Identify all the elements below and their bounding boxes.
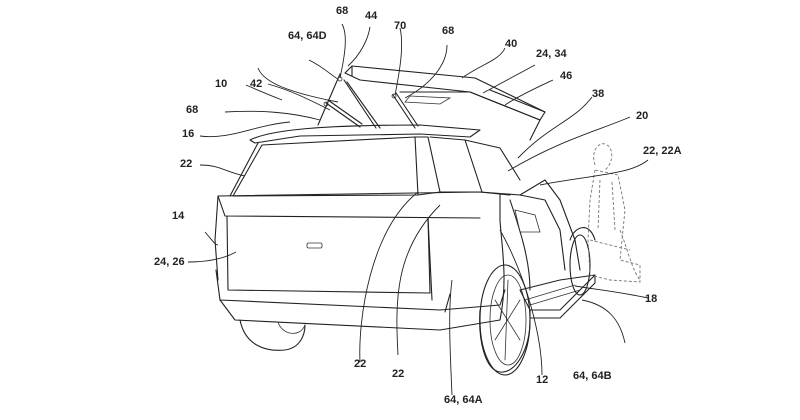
label-16: 16 [182, 128, 195, 140]
label-24-34: 24, 34 [536, 48, 567, 60]
label-68-b: 70 [394, 20, 407, 32]
label-64-64A: 64, 64D [288, 30, 327, 42]
label-12: 12 [536, 374, 549, 386]
label-44: 46 [560, 70, 573, 82]
label-10: 10 [215, 78, 228, 90]
label-22-left: 22 [180, 158, 193, 170]
label-22-bottom-a: 22 [354, 358, 367, 370]
label-64-64D: 68 [442, 25, 455, 37]
label-22-bottom-b: 22 [392, 368, 405, 380]
label-22-22A: 22, 22A [643, 145, 682, 157]
label-64-64B: 68 [186, 104, 199, 116]
roof-panel [344, 65, 546, 141]
label-42: 44 [365, 10, 378, 22]
occupant-outline [587, 143, 641, 283]
label-20: 20 [636, 110, 649, 122]
label-38: 40 [505, 38, 518, 50]
label-18: 18 [645, 293, 658, 305]
leader-lines [187, 23, 649, 396]
label-70: 64, 64B [573, 370, 612, 382]
vehicle-body [214, 124, 596, 376]
label-68-a: 68 [336, 5, 349, 17]
label-40: 42 [250, 78, 263, 90]
roof-struts [317, 73, 419, 129]
label-24-26: 24, 26 [154, 256, 185, 268]
label-14: 14 [172, 210, 185, 222]
label-36: 38 [592, 88, 605, 100]
label-46: 64, 64A [444, 394, 483, 406]
